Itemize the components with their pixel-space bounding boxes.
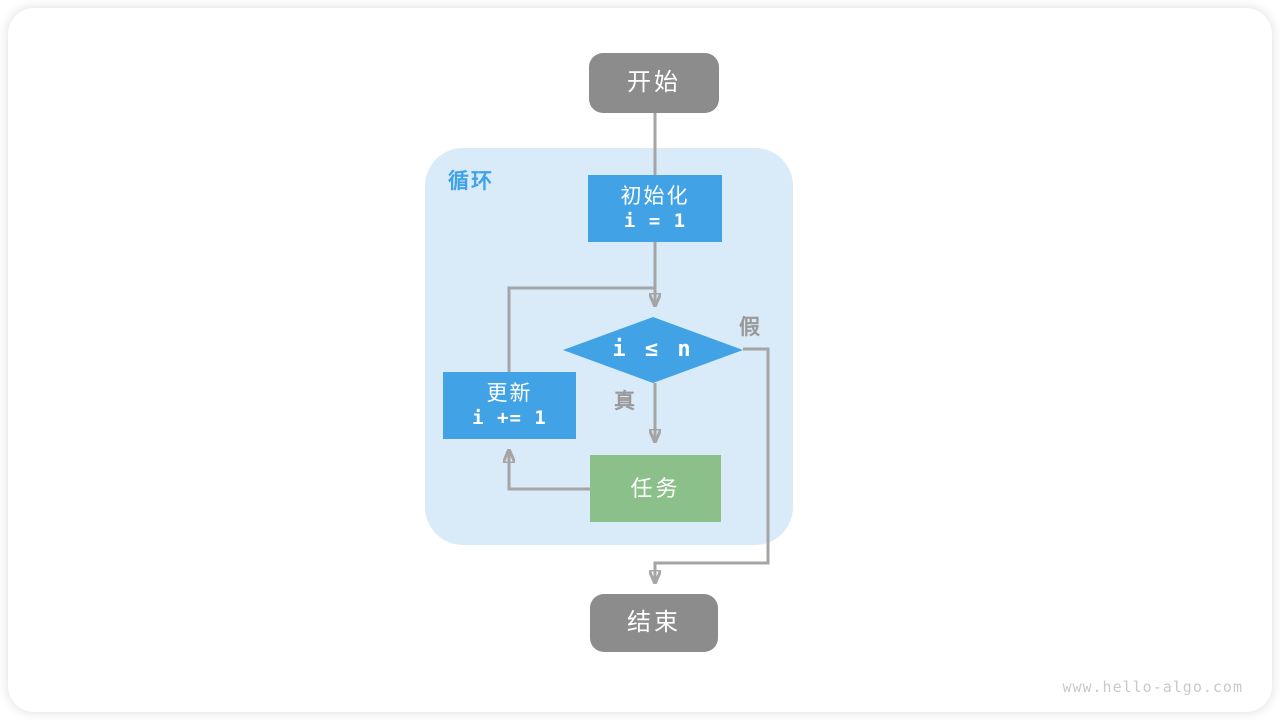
- node-init-code: i = 1: [623, 209, 687, 232]
- node-update-title: 更新: [486, 381, 533, 405]
- loop-container-label: 循环: [448, 170, 494, 193]
- edge-label-true: 真: [614, 390, 635, 413]
- node-start: 开始: [589, 53, 719, 113]
- node-start-label: 开始: [627, 69, 681, 96]
- node-update: 更新 i += 1: [443, 372, 576, 439]
- node-init: 初始化 i = 1: [588, 175, 722, 242]
- node-end-label: 结束: [627, 609, 681, 636]
- node-update-code: i += 1: [472, 406, 547, 429]
- node-init-title: 初始化: [620, 184, 690, 208]
- node-end: 结束: [590, 594, 718, 652]
- node-task-label: 任务: [630, 475, 681, 501]
- node-task: 任务: [590, 455, 721, 522]
- edge-label-false: 假: [739, 316, 760, 339]
- watermark-text: www.hello-algo.com: [1062, 678, 1243, 696]
- node-condition-code: i ≤ n: [612, 337, 694, 363]
